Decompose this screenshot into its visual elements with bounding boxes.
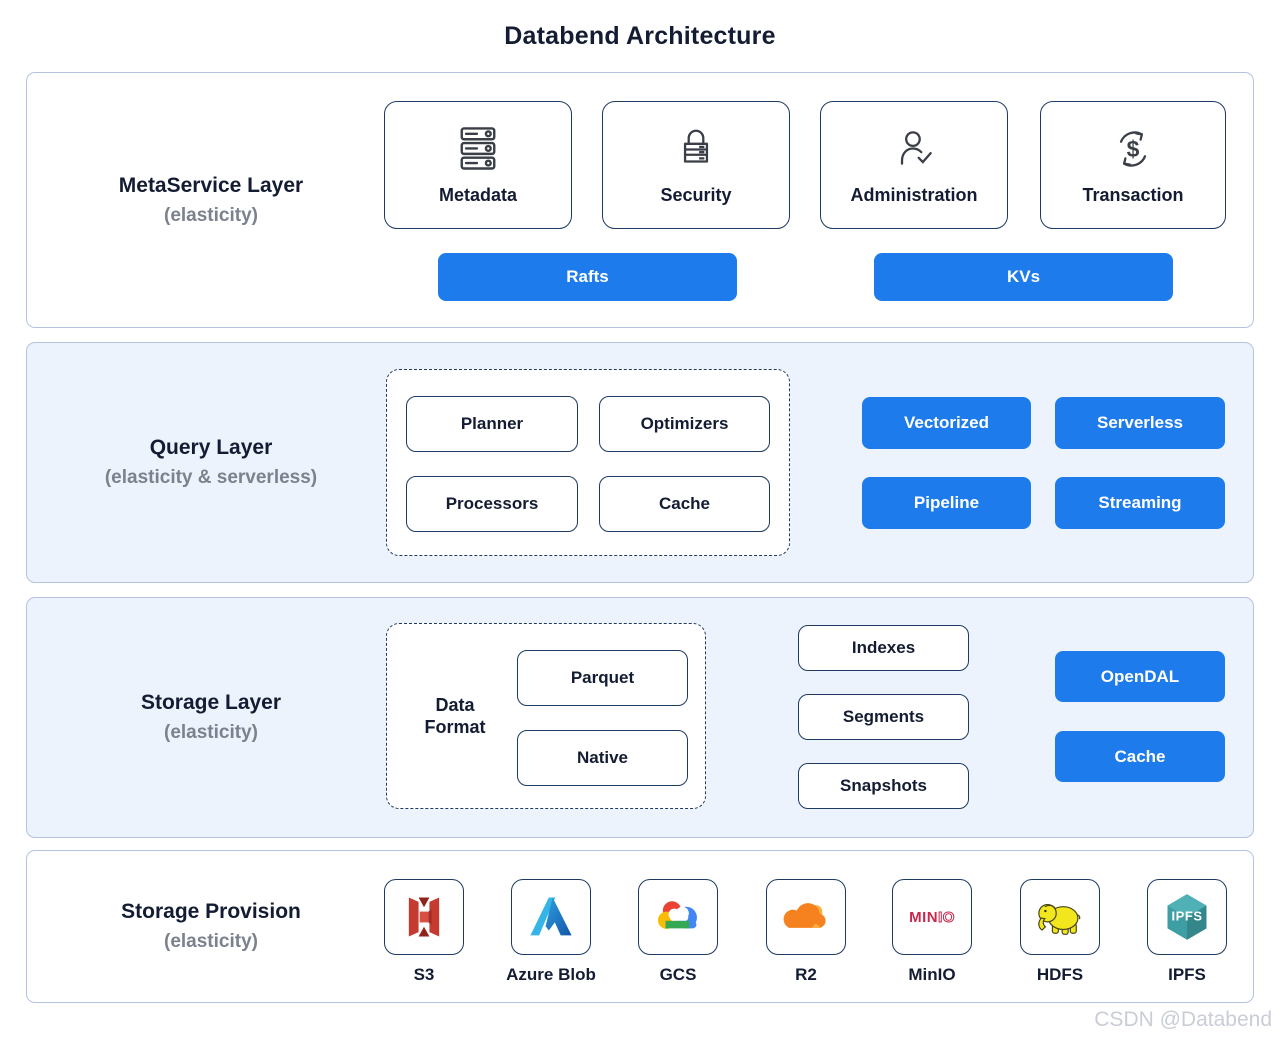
metaservice-layer: MetaService Layer (elasticity) Metadata — [26, 72, 1254, 328]
layer-title: MetaService Layer — [118, 173, 304, 197]
opendal-button: OpenDAL — [1055, 651, 1225, 702]
user-check-icon — [889, 124, 939, 174]
parquet-box: Parquet — [517, 650, 688, 706]
layer-title: Storage Layer — [140, 691, 282, 714]
dollar-cycle-icon: $ — [1108, 124, 1158, 174]
layer-title: Storage Provision — [121, 900, 301, 923]
data-format-label: Data Format — [424, 694, 486, 738]
minio-logo-bold: MIN — [909, 908, 939, 926]
layer-subtitle: (elasticity & serverless) — [104, 467, 318, 488]
rafts-button: Rafts — [438, 253, 737, 301]
serverless-button: Serverless — [1055, 397, 1225, 449]
kvs-button: KVs — [874, 253, 1173, 301]
azure-icon — [511, 879, 591, 955]
ipfs-icon: IPFS — [1147, 879, 1227, 955]
provider-label: GCS — [659, 965, 697, 984]
provider-minio: MINIO MinIO — [872, 879, 992, 985]
storage-provision-label: Storage Provision (elasticity) — [43, 851, 379, 1002]
metadata-card: Metadata — [384, 101, 572, 229]
layer-subtitle: (elasticity) — [164, 931, 258, 952]
streaming-button: Streaming — [1055, 477, 1225, 529]
cache-box: Cache — [599, 476, 770, 532]
lock-icon — [671, 124, 721, 174]
optimizers-box: Optimizers — [599, 396, 770, 452]
s3-icon — [384, 879, 464, 955]
card-label: Transaction — [1082, 185, 1184, 205]
page-title: Databend Architecture — [504, 22, 776, 50]
svg-text:$: $ — [1127, 136, 1140, 162]
layer-subtitle: (elasticity) — [164, 204, 258, 226]
provider-s3: S3 — [364, 879, 484, 985]
snapshots-box: Snapshots — [798, 763, 969, 809]
storage-provision-layer: Storage Provision (elasticity) S3 — [26, 850, 1254, 1003]
provider-ipfs: IPFS IPFS — [1127, 879, 1247, 985]
storage-layer: Storage Layer (elasticity) Data Format P… — [26, 597, 1254, 838]
minio-icon: MINIO — [892, 879, 972, 955]
cloudflare-r2-icon — [766, 879, 846, 955]
card-label: Security — [660, 185, 732, 205]
provider-label: R2 — [795, 965, 817, 984]
query-layer-label: Query Layer (elasticity & serverless) — [43, 343, 379, 582]
query-components-group: Planner Optimizers Processors Cache — [386, 369, 790, 556]
card-label: Administration — [850, 185, 978, 205]
security-card: Security — [602, 101, 790, 229]
ipfs-logo-text: IPFS — [1171, 908, 1202, 923]
layer-subtitle: (elasticity) — [164, 722, 258, 743]
minio-logo-light: IO — [938, 908, 955, 926]
transaction-card: $ Transaction — [1040, 101, 1226, 229]
query-layer: Query Layer (elasticity & serverless) Pl… — [26, 342, 1254, 583]
card-label: Metadata — [438, 185, 518, 205]
provider-label: Azure Blob — [506, 965, 596, 984]
processors-box: Processors — [406, 476, 578, 532]
provider-gcs: GCS — [618, 879, 738, 985]
pipeline-button: Pipeline — [862, 477, 1031, 529]
native-box: Native — [517, 730, 688, 786]
metaservice-layer-label: MetaService Layer (elasticity) — [43, 73, 379, 327]
provider-label: HDFS — [1036, 965, 1084, 984]
csdn-watermark: CSDN @Databend — [1094, 1008, 1272, 1031]
provider-label: MinIO — [908, 965, 956, 984]
indexes-box: Indexes — [798, 625, 969, 671]
provider-label: S3 — [413, 965, 435, 984]
vectorized-button: Vectorized — [862, 397, 1031, 449]
server-rack-icon — [452, 124, 504, 174]
data-format-group: Data Format Parquet Native — [386, 623, 706, 809]
storage-layer-label: Storage Layer (elasticity) — [43, 598, 379, 837]
provider-hdfs: HDFS — [1000, 879, 1120, 985]
hadoop-elephant-icon — [1020, 879, 1100, 955]
segments-box: Segments — [798, 694, 969, 740]
provider-azure-blob: Azure Blob — [491, 879, 611, 985]
layer-title: Query Layer — [149, 436, 273, 459]
administration-card: Administration — [820, 101, 1008, 229]
gcs-icon — [638, 879, 718, 955]
provider-label: IPFS — [1168, 965, 1206, 984]
planner-box: Planner — [406, 396, 578, 452]
storage-cache-button: Cache — [1055, 731, 1225, 782]
provider-r2: R2 — [746, 879, 866, 985]
